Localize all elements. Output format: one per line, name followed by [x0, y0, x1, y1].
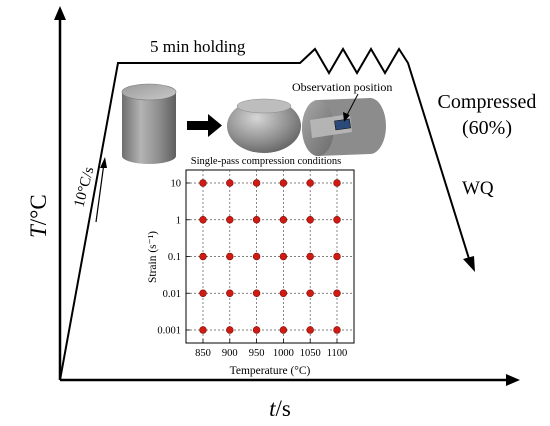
heating-direction-arrowhead — [100, 157, 107, 168]
chart-data-point — [306, 252, 314, 261]
chart-data-point — [252, 179, 261, 187]
axes — [54, 6, 520, 386]
chart-y-axis-label: Strain (s⁻¹) — [147, 231, 159, 283]
y-axis-title: T/°C — [26, 194, 51, 238]
chart-data-point — [306, 289, 314, 297]
holding-label: 5 min holding — [150, 37, 246, 56]
chart-y-tick-label: 1 — [176, 215, 181, 226]
chart-gridlines — [186, 170, 354, 343]
chart-data-point — [199, 289, 207, 297]
chart-data-point — [333, 216, 341, 224]
x-axis-arrowhead — [506, 374, 520, 386]
chart-data-point — [252, 252, 261, 261]
chart-data-point — [279, 252, 288, 261]
chart-x-axis-label: Temperature (°C) — [230, 365, 311, 377]
x-axis-title: t/s — [269, 396, 291, 421]
chart-y-tick-label: 0.01 — [163, 289, 181, 300]
specimen-illustrations: Observation position — [121, 80, 392, 164]
chart-y-tick-label: 0.001 — [157, 326, 181, 337]
chart-data-point — [252, 289, 261, 297]
observation-pointer-arrowhead — [343, 112, 350, 122]
compressed-specimen — [227, 98, 301, 153]
cut-specimen — [302, 98, 386, 156]
chart-data-point — [226, 179, 234, 187]
right-arrow-icon — [187, 114, 222, 137]
observation-position-label: Observation position — [292, 80, 392, 94]
path-labels: 5 min holding Compressed (60%) WQ 10°C/s — [71, 37, 537, 223]
thermal-path — [59, 47, 475, 381]
chart-data-point — [199, 179, 207, 187]
chart-data-point — [279, 289, 288, 297]
chart-data-point — [226, 326, 234, 334]
observation-pointer — [345, 93, 359, 118]
chart-x-tick-label: 1050 — [300, 348, 321, 359]
chart-data-point — [306, 179, 314, 187]
chart-x-tick-label: 1000 — [273, 348, 294, 359]
chart-data-point — [279, 179, 288, 187]
axis-titles: T/°C t/s — [26, 194, 291, 421]
chart-data-point — [333, 326, 341, 334]
heating-direction-arrow — [95, 162, 105, 223]
chart-data-point — [199, 252, 207, 261]
chart-data-point — [226, 216, 234, 224]
quench-arrowhead — [463, 256, 475, 272]
chart-data-point — [199, 216, 207, 224]
chart-x-tick-label: 950 — [249, 348, 265, 359]
chart-data-point — [279, 216, 288, 224]
chart-data-point — [306, 326, 314, 334]
chart-x-tick-label: 900 — [222, 348, 238, 359]
chart-x-tick-label: 850 — [195, 348, 211, 359]
chart-y-tick-label: 0.1 — [168, 252, 181, 263]
chart-data-point — [252, 216, 261, 224]
chart-data-point — [252, 326, 261, 334]
compressed-percent-label: (60%) — [462, 117, 512, 139]
chart-points — [199, 179, 341, 334]
chart-data-point — [333, 179, 341, 187]
heating-holding-compression-line — [59, 47, 471, 381]
chart-data-point — [306, 216, 314, 224]
chart-y-ticks: 10 1 0.1 0.01 0.001 — [157, 179, 190, 337]
heating-rate-label: 10°C/s — [71, 165, 97, 209]
chart-data-point — [279, 326, 288, 334]
y-axis-arrowhead — [54, 6, 66, 20]
inset-chart: Single-pass compression conditions 850 90… — [147, 156, 355, 377]
chart-data-point — [199, 326, 207, 334]
chart-y-tick-label: 10 — [171, 179, 182, 190]
compressed-label: Compressed — [438, 91, 537, 113]
chart-x-ticks: 850 900 950 1000 1050 1100 — [195, 339, 347, 359]
chart-data-point — [226, 252, 234, 261]
chart-x-tick-label: 1100 — [327, 348, 348, 359]
observation-mark — [334, 118, 351, 131]
chart-data-point — [333, 252, 341, 261]
chart-title: Single-pass compression conditions — [191, 156, 342, 167]
chart-data-point — [226, 289, 234, 297]
cylinder-specimen — [121, 83, 177, 164]
quench-label: WQ — [462, 178, 494, 199]
chart-data-point — [333, 289, 341, 297]
